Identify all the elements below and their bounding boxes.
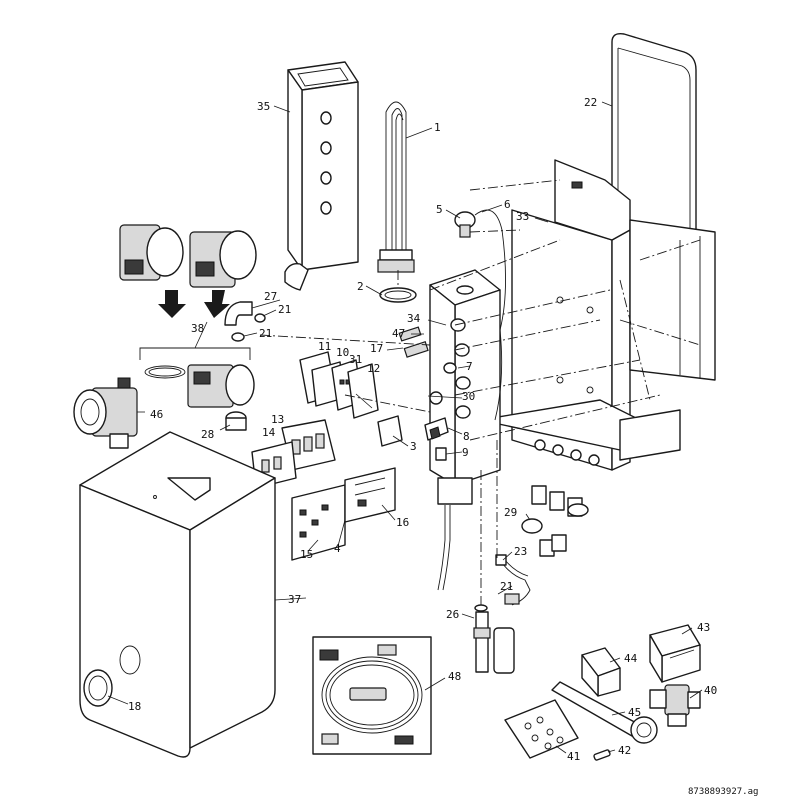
drawing-reference: 8738893927.ag [688,787,758,797]
callout-6: 6 [504,198,511,211]
part-45-wrench [551,681,658,744]
part-31-relay [347,363,379,419]
part-21-seal [254,313,266,323]
callout-4: 4 [334,542,341,555]
callout-11: 11 [318,340,331,353]
callout-17: 17 [370,342,383,355]
part-elbow-top [284,262,309,291]
fittings [398,326,457,461]
callout-27: 27 [264,290,277,303]
callout-33: 33 [516,210,529,223]
callout-47: 47 [392,327,405,340]
callout-42: 42 [618,744,631,757]
part-46-pump [73,377,138,449]
part-27-elbow [224,301,253,326]
callout-34: 34 [407,312,421,325]
part-21b-seal [231,332,245,342]
part-5-pressure-sensor [454,211,476,238]
callout-31: 31 [349,353,362,366]
assembly-lines [259,179,701,605]
part-26-fitting [473,604,515,674]
callout-labels: 35 1 2 22 5 6 33 27 21 21 38 34 47 17 11… [128,96,717,763]
part-33-frame [479,159,716,471]
callout-5: 5 [436,203,443,216]
part-18-display-window [83,669,113,707]
part-44-cover [581,647,621,697]
part-28-nut [225,411,247,431]
part-37-casing [79,431,276,758]
part-42-fuse [593,749,611,761]
callout-1: 1 [434,121,441,134]
callout-13: 13 [271,413,284,426]
callout-2: 2 [357,280,364,293]
callout-35: 35 [257,100,270,113]
callout-23: 23 [514,545,527,558]
callout-10: 10 [336,346,349,359]
callout-18: 18 [128,700,141,713]
callout-41: 41 [567,750,580,763]
part-6-capillary [474,209,507,421]
leader-lines [107,101,703,754]
part-cable-glands [521,485,589,557]
part-40-diverter-valve [649,684,701,727]
callout-12: 12 [367,362,380,375]
callout-8: 8 [463,430,470,443]
callout-29: 29 [504,506,517,519]
callout-22: 22 [584,96,597,109]
callout-16: 16 [396,516,409,529]
callout-40: 40 [704,684,717,697]
part-41-small-parts-bag [504,699,579,759]
part-23-pipe [495,554,531,606]
part-35-insulation-sleeve [287,61,359,271]
part-1-heating-element [377,101,417,303]
callout-21b: 21 [259,327,272,340]
callout-15: 15 [300,548,313,561]
part-38-pump-kit [119,224,257,408]
callout-38: 38 [191,322,204,335]
part-15-control-board [291,484,346,561]
part-3-terminal [377,415,403,447]
callout-30: 30 [462,390,475,403]
callout-26: 26 [446,608,459,621]
callout-14: 14 [262,426,276,439]
part-13-terminal-strip [281,419,336,471]
callout-28: 28 [201,428,214,441]
part-16-control-board [344,467,396,523]
callout-44: 44 [624,652,638,665]
callout-21a: 21 [278,303,291,316]
callout-48: 48 [448,670,461,683]
callout-37: 37 [288,593,301,606]
callout-43: 43 [697,621,710,634]
callout-21c: 21 [500,580,513,593]
callout-3: 3 [410,440,417,453]
callout-45: 45 [628,706,641,719]
callout-9: 9 [462,446,469,459]
part-48-cable-kit [312,636,432,755]
callout-7: 7 [466,360,473,373]
part-43-valve-actuator [649,624,701,683]
callout-46: 46 [150,408,163,421]
